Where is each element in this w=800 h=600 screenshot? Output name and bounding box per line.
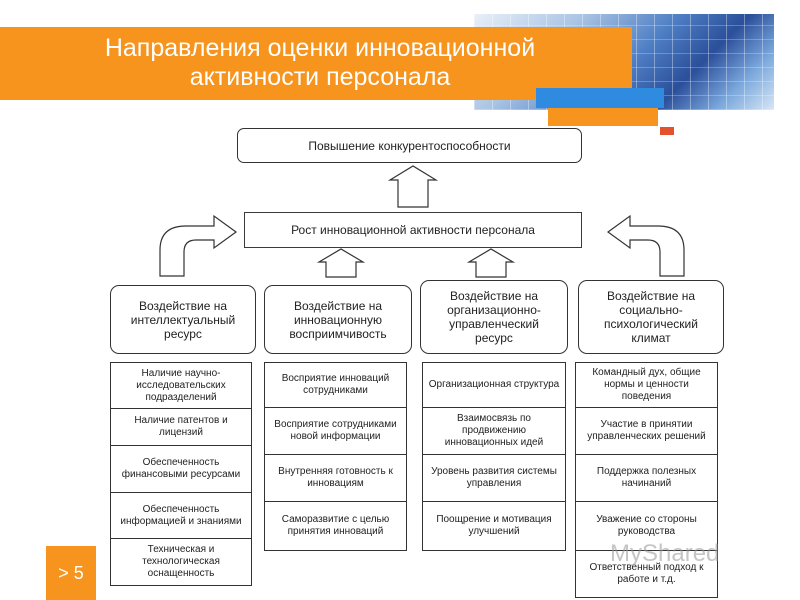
- growth-box: Рост инновационной активности персонала: [244, 212, 582, 248]
- arrow-curve-left: [159, 214, 238, 277]
- item-organizational: Взаимосвязь по продвижению инновационных…: [422, 407, 566, 455]
- item-organizational: Поощрение и мотивация улучшений: [422, 501, 566, 551]
- item-social: Уважение со стороны руководства: [575, 501, 718, 551]
- category-organizational: Воздействие на организационно-управленче…: [420, 280, 568, 354]
- item-intellectual: Обеспеченность финансовыми ресурсами: [110, 445, 252, 493]
- arrow-curve-right: [606, 214, 685, 277]
- arrow-up-main: [387, 165, 439, 208]
- item-receptivity: Восприятие сотрудниками новой информации: [264, 407, 407, 455]
- item-receptivity: Саморазвитие с целью принятия инноваций: [264, 501, 407, 551]
- item-receptivity: Восприятие инноваций сотрудниками: [264, 362, 407, 408]
- page-title: Направления оценки инновационной активно…: [104, 34, 536, 91]
- goal-box: Повышение конкурентоспособности: [237, 128, 582, 163]
- item-intellectual: Наличие патентов и лицензий: [110, 408, 252, 446]
- arrow-up-cat2: [316, 248, 366, 278]
- item-receptivity: Внутренняя готовность к инновациям: [264, 454, 407, 502]
- watermark-logo: MyShared: [610, 540, 720, 567]
- decor-blue-bar: [536, 88, 664, 108]
- category-intellectual: Воздействие на интеллектуальный ресурс: [110, 285, 256, 354]
- item-organizational: Уровень развития системы управления: [422, 454, 566, 502]
- title-banner: [0, 27, 632, 100]
- item-intellectual: Обеспеченность информацией и знаниями: [110, 492, 252, 539]
- item-intellectual: Техническая и технологическая оснащеннос…: [110, 538, 252, 586]
- page-number: > 5: [46, 546, 96, 600]
- item-intellectual: Наличие научно-исследовательских подразд…: [110, 362, 252, 409]
- item-organizational: Организационная структура: [422, 362, 566, 408]
- item-social: Командный дух, общие нормы и ценности по…: [575, 362, 718, 408]
- item-social: Ответственный подход к работе и т.д.: [575, 550, 718, 598]
- category-receptivity: Воздействие на инновационную восприимчив…: [264, 285, 412, 354]
- decor-red-square: [660, 127, 674, 135]
- item-social: Поддержка полезных начинаний: [575, 454, 718, 502]
- decor-orange-bar: [548, 108, 658, 126]
- arrow-up-cat3: [466, 248, 516, 278]
- category-social: Воздействие на социально-психологический…: [578, 280, 724, 354]
- item-social: Участие в принятии управленческих решени…: [575, 407, 718, 455]
